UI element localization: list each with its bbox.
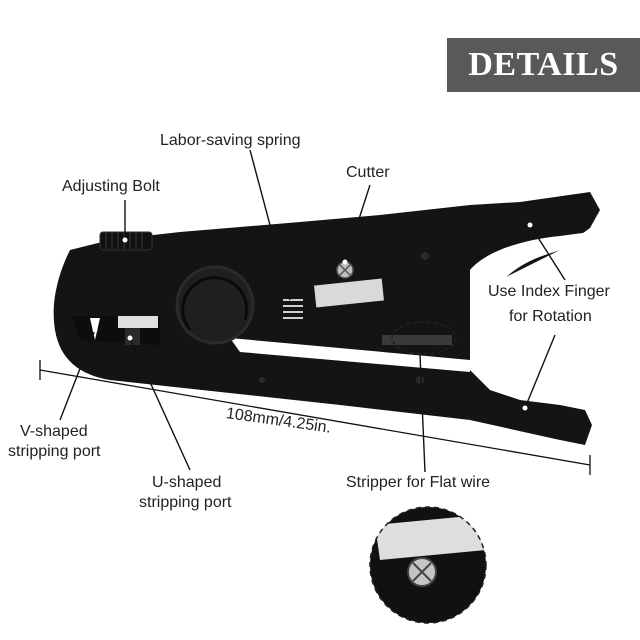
index-finger-label-line1: Use Index Finger (488, 282, 610, 302)
v-port-label-line1: V-shaped (20, 422, 88, 442)
flat-wire-label: Stripper for Flat wire (346, 473, 490, 493)
u-port-label-line2: stripping port (139, 493, 232, 513)
adjusting-bolt-label: Adjusting Bolt (62, 177, 160, 197)
labor-saving-spring-label: Labor-saving spring (160, 131, 301, 151)
index-finger-label-line2: for Rotation (509, 307, 592, 327)
front-blade (118, 316, 158, 328)
v-port-label-line2: stripping port (8, 442, 101, 462)
u-port-label-line1: U-shaped (152, 473, 221, 493)
cutter-label: Cutter (346, 163, 390, 183)
